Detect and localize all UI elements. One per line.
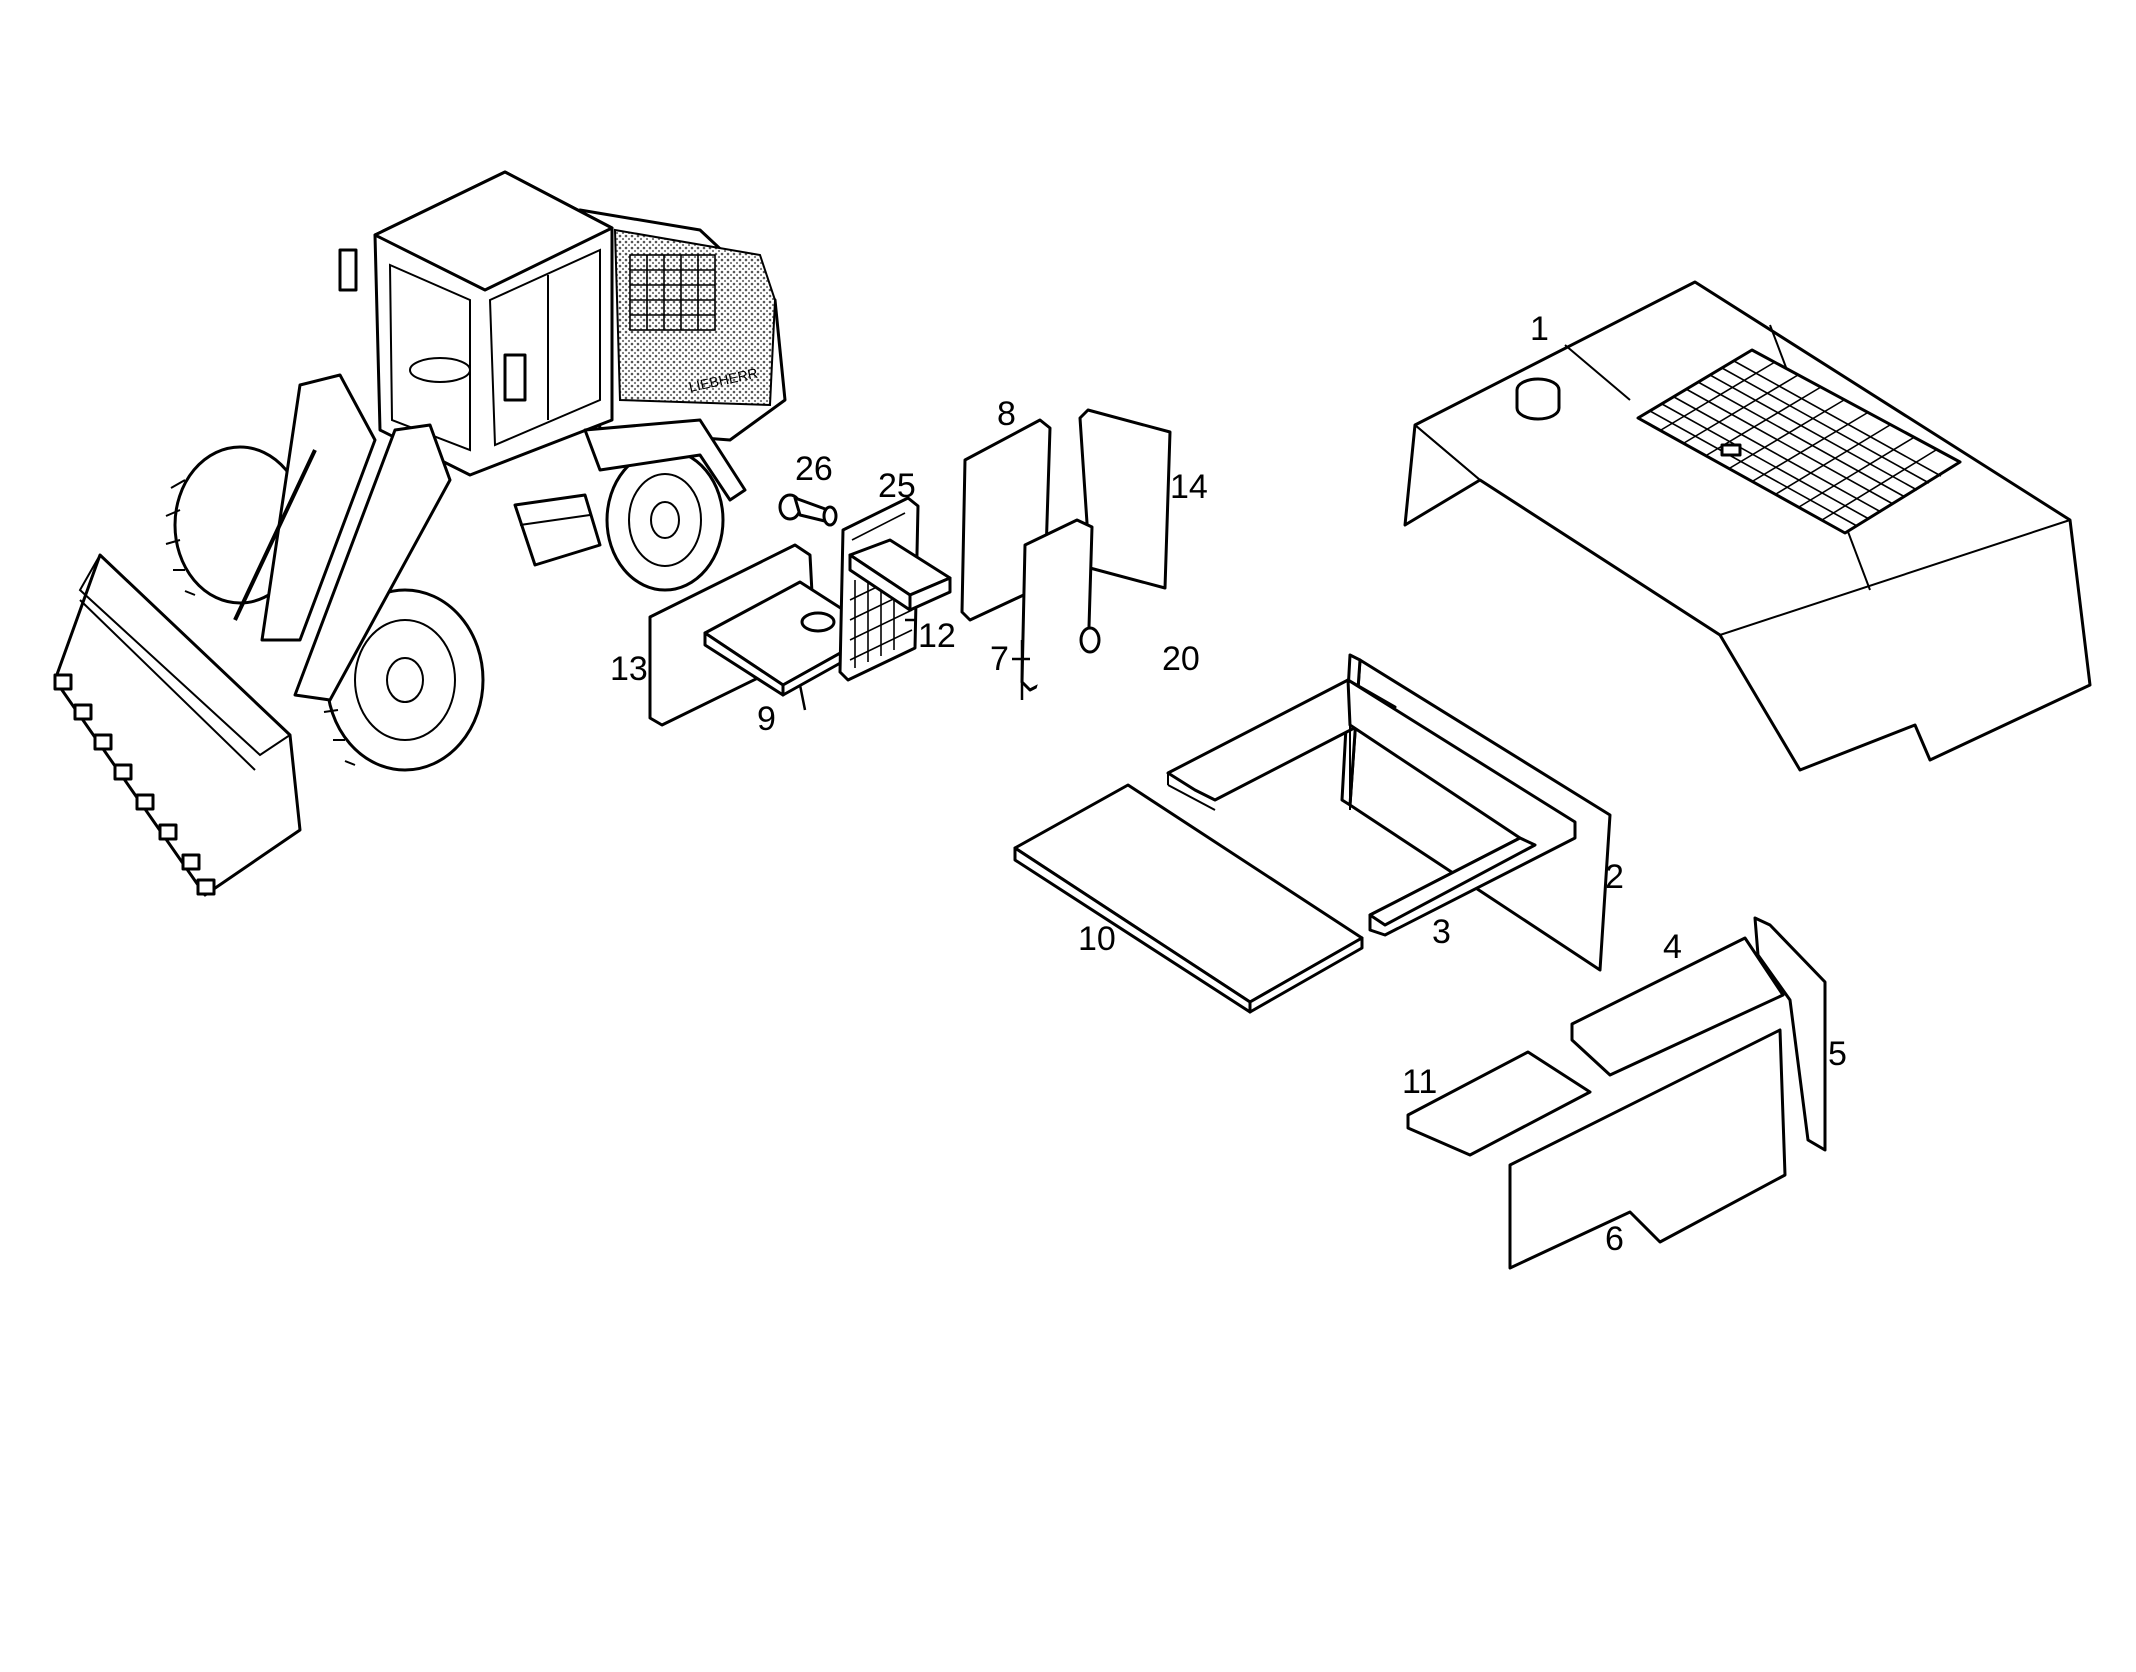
part-12-block — [848, 538, 952, 612]
part-9-plate — [703, 580, 880, 711]
callout-25: 25 — [878, 467, 916, 505]
callout-20: 20 — [1162, 640, 1200, 678]
callout-4: 4 — [1663, 928, 1682, 966]
callout-12: 12 — [918, 617, 956, 655]
callout-labels: 1 2 3 4 5 6 7 8 9 10 11 12 13 14 20 25 2… — [610, 310, 1847, 1258]
callout-1: 1 — [1530, 310, 1549, 348]
part-4-plate — [1570, 936, 1785, 1077]
part-5-strip — [1753, 916, 1827, 1152]
part-11-plate — [1406, 1050, 1592, 1157]
hood-grille — [1649, 360, 1942, 527]
callout-9: 9 — [757, 700, 776, 738]
part-14-panel — [1078, 408, 1172, 590]
leader-lines — [905, 618, 1030, 661]
part-20-seal-ring — [1035, 626, 1159, 752]
callout-5: 5 — [1828, 1035, 1847, 1073]
callout-11: 11 — [1402, 1063, 1437, 1101]
part-1-hood-cover — [1403, 280, 2092, 772]
callout-8: 8 — [997, 395, 1016, 433]
part-10-plate — [1013, 783, 1364, 1014]
callout-13: 13 — [610, 650, 648, 688]
callout-10: 10 — [1078, 920, 1116, 958]
wheel-loader-illustration: LIEBHERR — [53, 170, 787, 897]
part-3-frame — [1166, 678, 1577, 937]
callout-7: 7 — [990, 640, 1009, 678]
callout-3: 3 — [1432, 913, 1451, 951]
part-6-panel — [1508, 1028, 1787, 1270]
callout-26: 26 — [795, 450, 833, 488]
callout-6: 6 — [1605, 1220, 1624, 1258]
callout-2: 2 — [1605, 858, 1624, 896]
callout-14: 14 — [1170, 468, 1208, 506]
part-26-bolt — [778, 493, 838, 527]
